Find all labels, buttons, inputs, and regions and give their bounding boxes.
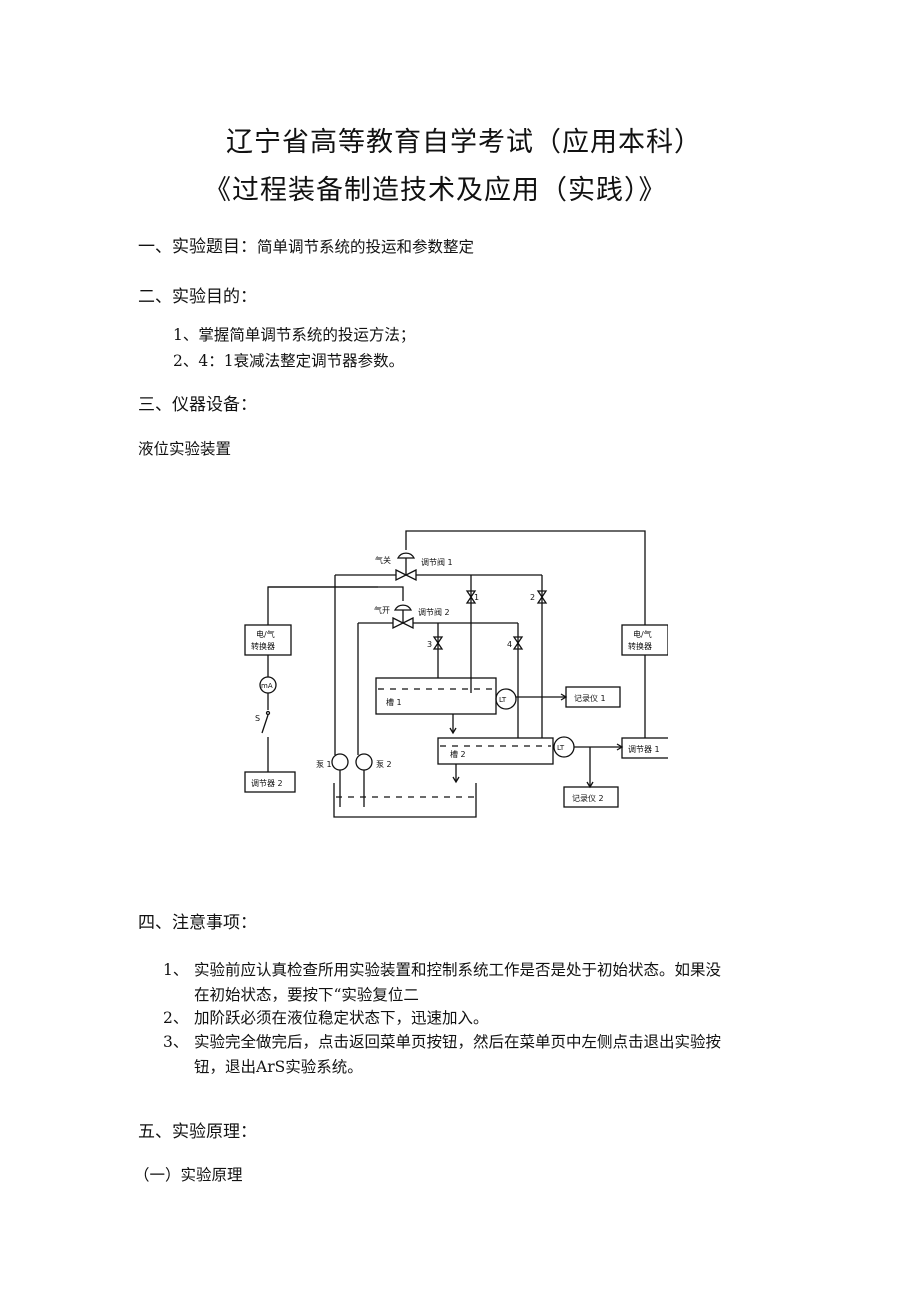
converter-left-line2: 转换器 <box>251 641 275 651</box>
tank-1 <box>375 677 497 715</box>
equipment-text: 液位实验装置 <box>138 440 232 458</box>
converter-right <box>621 624 668 656</box>
valve1-label: 调节阀 1 <box>421 558 453 567</box>
lt-1-label: LT <box>499 696 507 704</box>
document-subtitle: 《过程装备制造技术及应用（实践）》 <box>204 175 667 206</box>
valve2-label: 调节阀 2 <box>418 608 450 617</box>
pump-1-icon <box>331 753 349 771</box>
section-4-label: 四、注意事项： <box>138 913 257 933</box>
valve1-actuator <box>396 552 416 559</box>
notice-2-line-1: 加阶跃必须在液位稳定状态下，迅速加入。 <box>194 1009 489 1027</box>
notice-1-num: 1、 <box>163 961 189 979</box>
section-1-text: 简单调节系统的投运和参数整定 <box>257 238 475 256</box>
valve1-type-label: 气关 <box>375 555 391 565</box>
switch-icon <box>261 714 269 734</box>
pump-1-label: 泵 1 <box>316 760 332 769</box>
valve2-body-right <box>401 616 414 630</box>
level-transmitter-1 <box>495 688 517 710</box>
hand-valve-3-label: 3 <box>427 640 432 649</box>
notice-1-line-1: 实验前应认真检查所用实验装置和控制系统工作是否是处于初始状态。如果没 <box>194 961 722 979</box>
signal-line-left <box>267 586 378 625</box>
converter-left-line1: 电/气 <box>256 629 275 639</box>
recorder-2-label: 记录仪 2 <box>572 794 604 803</box>
converter-right-line2: 转换器 <box>628 641 652 651</box>
section-1-label: 一、实验题目： <box>138 237 257 257</box>
notice-3-num: 3、 <box>163 1033 189 1051</box>
valve2-actuator <box>393 604 413 611</box>
hand-valve-2-label: 2 <box>530 593 535 602</box>
hand-valve-1-label: 1 <box>474 593 479 602</box>
section-5-sub: （一）实验原理 <box>134 1166 243 1184</box>
ammeter-label: mA <box>261 682 273 690</box>
valve1-body-left <box>395 568 408 582</box>
controller-2-box <box>244 771 296 793</box>
controller-2-label: 调节器 2 <box>251 779 283 788</box>
recorder-1-label: 记录仪 1 <box>574 694 606 703</box>
pump-2-label: 泵 2 <box>376 760 392 769</box>
sump-tank <box>333 783 477 818</box>
controller-1-label: 调节器 1 <box>628 745 660 754</box>
notice-1-line-2: 在初始状态，要按下“实验复位二 <box>194 986 419 1004</box>
valve1-body-right <box>404 568 417 582</box>
objective-item-1: 1、掌握简单调节系统的投运方法； <box>173 326 416 344</box>
hand-valve-4-label: 4 <box>507 640 512 649</box>
pump-2-icon <box>355 753 373 771</box>
tank-2 <box>437 737 554 765</box>
document-title: 辽宁省高等教育自学考试（应用本科） <box>226 127 702 158</box>
objective-item-2: 2、4：1衰减法整定调节器参数。 <box>173 352 405 370</box>
tank-1-label: 槽 1 <box>386 697 402 707</box>
recorder-1-box <box>565 686 621 708</box>
section-3-label: 三、仪器设备： <box>138 395 257 415</box>
signal-line-top <box>405 530 646 625</box>
recorder-2-box <box>563 786 619 808</box>
section-5-label: 五、实验原理： <box>138 1122 257 1142</box>
section-2-label: 二、实验目的： <box>138 287 257 307</box>
level-control-diagram: 气关 调节阀 1 1 2 气开 调节阀 2 3 4 电/气 转换器 mA S 调… <box>244 530 668 818</box>
valve2-body-left <box>392 616 405 630</box>
notice-3-line-1: 实验完全做完后，点击返回菜单页按钮，然后在菜单页中左侧点击退出实验按 <box>194 1033 722 1051</box>
converter-right-line1: 电/气 <box>633 629 652 639</box>
switch-label: S <box>255 714 260 723</box>
notice-3-line-2: 钮，退出ArS实验系统。 <box>194 1058 363 1076</box>
valve2-type-label: 气开 <box>374 605 390 615</box>
section-1: 一、实验题目：简单调节系统的投运和参数整定 <box>138 232 474 257</box>
lt-2-label: LT <box>557 744 565 752</box>
tank-2-label: 槽 2 <box>450 749 466 759</box>
controller-1-box <box>621 737 668 759</box>
notice-2-num: 2、 <box>163 1009 189 1027</box>
